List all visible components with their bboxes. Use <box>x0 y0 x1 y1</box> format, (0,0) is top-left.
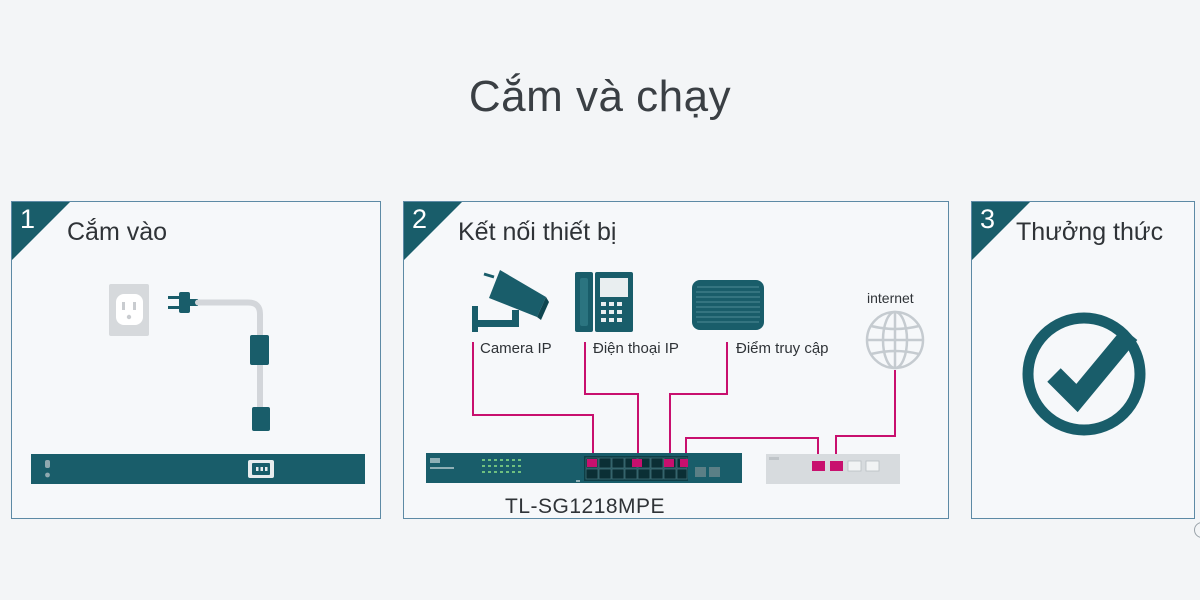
step-2-panel: 2 Kết nối thiết bị <box>403 201 949 519</box>
ip-camera-icon <box>472 270 549 332</box>
step-2-title: Kết nối thiết bị <box>458 218 617 246</box>
power-plug-icon <box>168 292 270 431</box>
router-icon <box>766 454 900 484</box>
step-1-title: Cắm vào <box>67 218 168 246</box>
step-1-corner <box>12 202 70 260</box>
step-3-panel: 3 Thưởng thức <box>971 201 1195 519</box>
ethernet-cables <box>472 342 896 459</box>
access-point-icon <box>692 280 764 330</box>
step-1-panel: 1 Cắm vào <box>11 201 381 519</box>
poe-switch-icon <box>426 453 742 483</box>
step-2-corner <box>404 202 462 260</box>
switch-rear-panel <box>31 454 365 484</box>
internet-label: internet <box>867 290 914 306</box>
page-title: Cắm và chạy <box>468 72 732 121</box>
power-plug-illustration <box>31 284 365 484</box>
switch-model-label: TL-SG1218MPE <box>505 495 666 518</box>
phone-label: Điện thoại IP <box>593 340 679 357</box>
network-diagram <box>426 270 925 484</box>
access-point-label: Điểm truy cập <box>736 340 829 357</box>
check-circle-icon <box>1022 312 1146 436</box>
step-3-corner <box>972 202 1030 260</box>
internet-globe-icon <box>865 310 925 370</box>
step-1-number: 1 <box>20 204 36 234</box>
wall-outlet-icon <box>109 284 149 336</box>
step-3-title: Thưởng thức <box>1016 218 1164 246</box>
camera-label: Camera IP <box>480 340 552 357</box>
ip-phone-icon <box>575 272 633 332</box>
circle-indicator-icon <box>1194 522 1200 538</box>
step-3-number: 3 <box>980 204 996 234</box>
step-2-number: 2 <box>412 204 428 234</box>
